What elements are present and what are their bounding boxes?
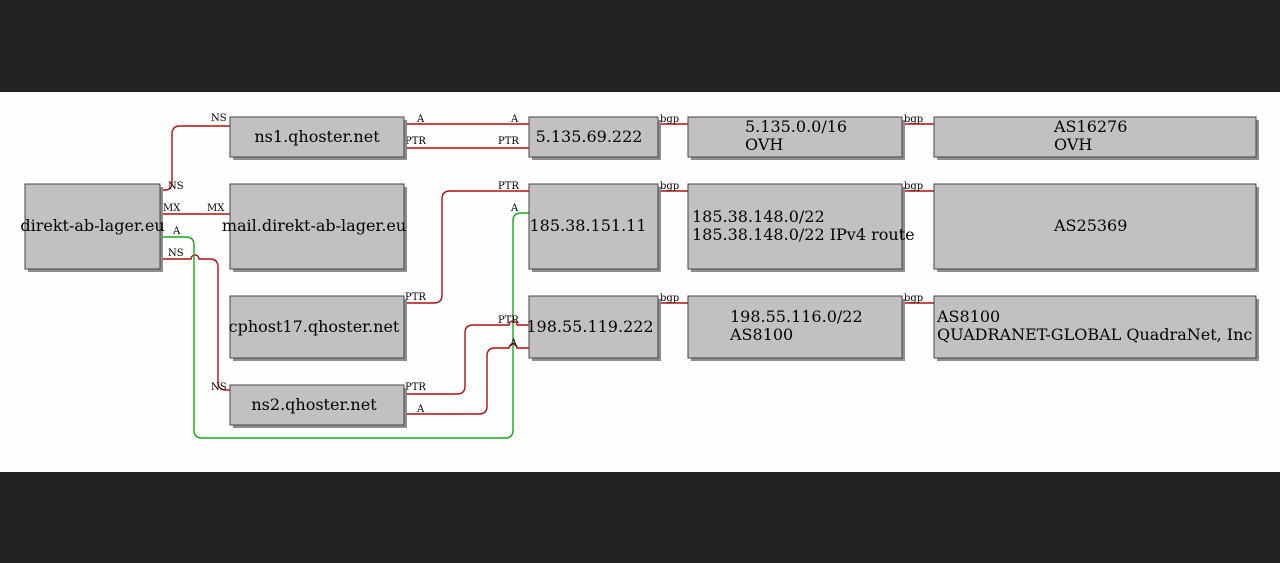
node-label: ns1.qhoster.net [254, 127, 380, 146]
node-label: cphost17.qhoster.net [229, 317, 400, 336]
edge-label-a: A [509, 338, 518, 349]
node-net3[interactable]: 198.55.116.0/22 AS8100 [687, 295, 905, 361]
edge-labels: NS NS MX MX A NS NS A A PTR PTR PTR A PT… [163, 113, 923, 415]
edge-label-ptr: PTR [405, 382, 426, 393]
edge-domain-ip2 [160, 212, 529, 439]
graph-canvas: NS NS MX MX A NS NS A A PTR PTR PTR A PT… [0, 92, 1280, 472]
node-ns1[interactable]: ns1.qhoster.net [229, 116, 407, 160]
node-label: AS8100 [936, 307, 1000, 326]
node-cphost[interactable]: cphost17.qhoster.net [229, 295, 407, 361]
edge-label-ptr: PTR [498, 181, 519, 192]
node-mail[interactable]: mail.direkt-ab-lager.eu [222, 183, 407, 272]
node-label: 185.38.151.11 [529, 216, 646, 235]
node-label: 185.38.148.0/22 [692, 207, 825, 226]
edge-label-ptr: PTR [498, 315, 519, 326]
edge-label-bgp: bgp [904, 114, 923, 125]
edge-domain-ns1 [160, 125, 230, 191]
node-label: 198.55.116.0/22 [730, 307, 863, 326]
node-label: OVH [1054, 135, 1092, 154]
edge-label-a: A [416, 114, 425, 125]
edge-label-mx: MX [207, 203, 225, 214]
edge-label-ptr: PTR [498, 136, 519, 147]
node-label: AS8100 [729, 325, 793, 344]
edge-label-a: A [510, 203, 519, 214]
edge-ns2-ip3-a [404, 343, 529, 415]
node-net1[interactable]: 5.135.0.0/16 OVH [687, 116, 905, 160]
edge-cphost-ip2-ptr [404, 190, 529, 304]
node-label: AS25369 [1053, 216, 1127, 235]
edge-label-a: A [172, 226, 181, 237]
edge-label-bgp: bgp [660, 293, 679, 304]
edge-label-mx: MX [163, 203, 181, 214]
node-label: 5.135.0.0/16 [745, 117, 847, 136]
edge-label-ptr: PTR [405, 136, 426, 147]
node-label: OVH [745, 135, 783, 154]
nodes: direkt-ab-lager.eu ns1.qhoster.net mail.… [20, 116, 1259, 428]
edge-label-bgp: bgp [660, 181, 679, 192]
node-ip3[interactable]: 198.55.119.222 [526, 295, 661, 361]
edge-domain-ns2 [160, 254, 230, 391]
node-label: direkt-ab-lager.eu [20, 216, 164, 235]
edge-label-ns: NS [168, 181, 184, 192]
edge-label-ptr: PTR [405, 292, 426, 303]
node-ip2[interactable]: 185.38.151.11 [528, 183, 661, 272]
node-ip1[interactable]: 5.135.69.222 [528, 116, 661, 160]
edge-label-ns: NS [211, 113, 227, 124]
edge-label-a: A [510, 114, 519, 125]
edge-ns2-ip3-ptr [404, 320, 529, 395]
node-net2[interactable]: 185.38.148.0/22 185.38.148.0/22 IPv4 rou… [687, 183, 915, 272]
edge-label-a: A [416, 404, 425, 415]
node-label: QUADRANET-GLOBAL QuadraNet, Inc [937, 325, 1252, 344]
edge-label-bgp: bgp [660, 114, 679, 125]
node-label: ns2.qhoster.net [251, 395, 377, 414]
node-as3[interactable]: AS8100 QUADRANET-GLOBAL QuadraNet, Inc [933, 295, 1259, 361]
node-domain[interactable]: direkt-ab-lager.eu [20, 183, 165, 272]
node-as2[interactable]: AS25369 [933, 183, 1259, 272]
node-label: AS16276 [1053, 117, 1127, 136]
edge-label-bgp: bgp [904, 293, 923, 304]
network-graph: NS NS MX MX A NS NS A A PTR PTR PTR A PT… [20, 113, 1259, 439]
node-label: mail.direkt-ab-lager.eu [222, 216, 406, 235]
edge-label-bgp: bgp [904, 181, 923, 192]
node-as1[interactable]: AS16276 OVH [933, 116, 1259, 160]
node-label: 185.38.148.0/22 IPv4 route [692, 225, 915, 244]
edge-label-ns: NS [211, 382, 227, 393]
node-label: 5.135.69.222 [536, 127, 643, 146]
node-label: 198.55.119.222 [526, 317, 653, 336]
edges [160, 123, 934, 439]
node-ns2[interactable]: ns2.qhoster.net [229, 384, 407, 428]
edge-label-ns: NS [168, 248, 184, 259]
